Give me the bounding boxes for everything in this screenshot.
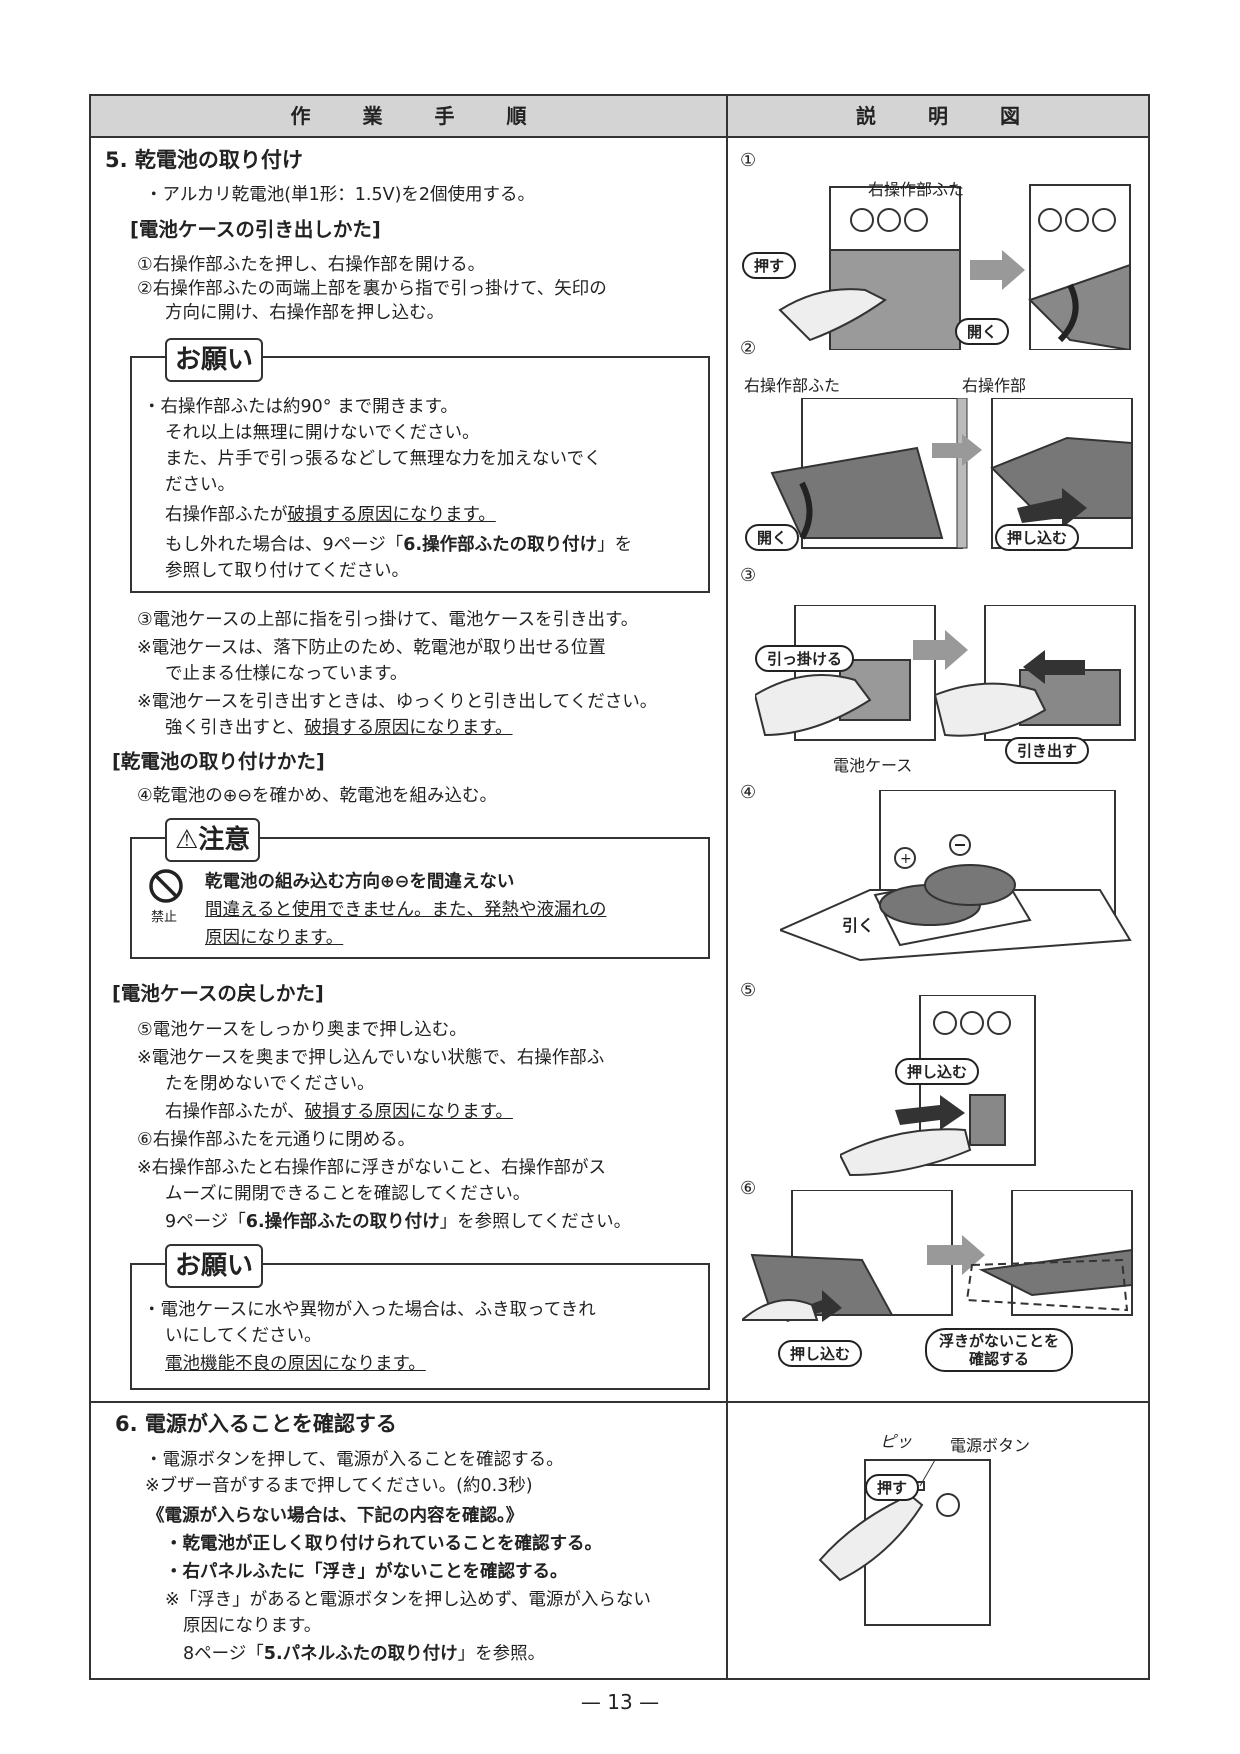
figure-2-panel-label: 右操作部 xyxy=(962,376,1027,395)
figure-5-illustration xyxy=(840,995,1036,1177)
figure-3-hook-label: 引っ掛ける xyxy=(755,645,855,672)
column-divider xyxy=(726,96,728,1678)
req1-line6: もし外れた場合は、9ページ「6.操作部ふたの取り付け」を xyxy=(165,535,633,555)
req2-line2: いにしてください。 xyxy=(165,1326,322,1346)
subheading-return: [電池ケースの戻しかた] xyxy=(112,982,324,1005)
request-box-1 xyxy=(130,356,710,593)
step6-line3: 《電源が入らない場合は、下記の内容を確認。》 xyxy=(147,1506,524,1526)
page-number: — 13 — xyxy=(580,1690,660,1714)
step-2-line2: 方向に開け、右操作部を押し込む。 xyxy=(165,303,445,323)
caution-box xyxy=(130,837,710,959)
caution-line1: 間違えると使用できません。また、発熱や液漏れの xyxy=(205,900,607,920)
step6-line4: ・乾電池が正しく取り付けられていることを確認する。 xyxy=(165,1534,602,1554)
request-tag-1: お願い xyxy=(165,338,264,382)
req1-line2: それ以上は無理に開けないでください。 xyxy=(165,423,480,443)
row-divider xyxy=(91,1401,1148,1403)
figure-6-illustration xyxy=(742,1190,1133,1322)
step-6: ⑥右操作部ふたを元通りに閉める。 xyxy=(137,1130,416,1150)
figure-1-illustration xyxy=(778,184,1131,350)
req1-line7: 参照して取り付けてください。 xyxy=(165,561,409,581)
req1-line3: また、片手で引っ張るなどして無理な力を加えないでく xyxy=(165,449,602,469)
figure-1-cover-label: 右操作部ふた xyxy=(868,180,965,199)
subheading-install: [乾電池の取り付けかた] xyxy=(112,750,325,773)
figure-3-illustration xyxy=(755,605,1136,741)
step-6-note-2: ムーズに開閉できることを確認してください。 xyxy=(165,1184,531,1204)
header-procedure: 作業手順 xyxy=(290,104,579,128)
figure-6-push-in-label: 押し込む xyxy=(778,1340,863,1367)
req2-line3: 電池機能不良の原因になります。 xyxy=(165,1354,426,1374)
req2-line1: ・電池ケースに水や異物が入った場合は、ふき取ってきれ xyxy=(143,1300,596,1320)
req1-line4: ださい。 xyxy=(165,475,235,495)
caution-heading: 乾電池の組み込む方向⊕⊖を間違えない xyxy=(205,872,515,892)
figure-7-push-label: 押す xyxy=(865,1474,920,1501)
figure-7-button-label: 電源ボタン xyxy=(950,1436,1031,1455)
figure-2-illustration xyxy=(770,398,1133,549)
step6-line7: 原因になります。 xyxy=(183,1616,322,1636)
step-1: ①右操作部ふたを押し、右操作部を開ける。 xyxy=(137,255,486,275)
prohibit-label: 禁止 xyxy=(151,910,178,925)
step6-line5: ・右パネルふたに「浮き」がないことを確認する。 xyxy=(165,1562,568,1582)
step5-title: 5. 乾電池の取り付け xyxy=(105,148,303,172)
figure-2-open-label: 開く xyxy=(745,524,800,551)
step-5-note-1: ※電池ケースを奥まで押し込んでいない状態で、右操作部ふ xyxy=(137,1048,605,1068)
step-5-note-2: たを閉めないでください。 xyxy=(165,1074,375,1094)
step6-title: 6. 電源が入ることを確認する xyxy=(115,1412,397,1436)
step6-line8: 8ページ「5.パネルふたの取り付け」を参照。 xyxy=(183,1644,546,1664)
step-6-note-3: 9ページ「6.操作部ふたの取り付け」を参照してください。 xyxy=(165,1212,632,1232)
step6-line6: ※「浮き」があると電源ボタンを押し込めず、電源が入らない xyxy=(165,1590,651,1610)
figure-3-case-label: 電池ケース xyxy=(833,756,913,775)
main-table: 作業手順 説明図 xyxy=(89,94,1150,1680)
check-line2: 確認する xyxy=(969,1350,1030,1368)
svg-text:+: + xyxy=(900,851,912,867)
step-3-note-1: ※電池ケースは、落下防止のため、乾電池が取り出せる位置 xyxy=(137,638,606,658)
figure-7-beep: ピッ xyxy=(880,1432,913,1451)
figure-3-number: ③ xyxy=(740,565,757,586)
step-3-note-4: 強く引き出すと、破損する原因になります。 xyxy=(165,718,513,738)
subheading-pull-out: [電池ケースの引き出しかた] xyxy=(130,218,381,241)
step-3-note-2: で止まる仕様になっています。 xyxy=(165,664,408,684)
step6-line2: ※ブザー音がするまで押してください。(約0.3秒) xyxy=(145,1476,533,1496)
table-header: 作業手順 説明図 xyxy=(91,96,1148,138)
step6-line1: ・電源ボタンを押して、電源が入ることを確認する。 xyxy=(145,1450,564,1470)
check-line1: 浮きがないことを xyxy=(939,1332,1060,1350)
figure-1-open-label: 開く xyxy=(955,318,1010,345)
caution-line2: 原因になります。 xyxy=(205,928,344,948)
figure-5-push-in-label: 押し込む xyxy=(895,1058,980,1085)
req1-line1: ・右操作部ふたは約90° まで開きます。 xyxy=(143,397,458,417)
header-diagram: 説明図 xyxy=(856,104,1072,128)
step-2-line1: ②右操作部ふたの両端上部を裏から指で引っ掛けて、矢印の xyxy=(137,279,607,299)
figure-3-pull-label: 引き出す xyxy=(1005,737,1090,764)
figure-5-number: ⑤ xyxy=(740,980,757,1001)
step-6-note-1: ※右操作部ふたと右操作部に浮きがないこと、右操作部がス xyxy=(137,1158,606,1178)
step-5-note-3: 右操作部ふたが、破損する原因になります。 xyxy=(165,1102,513,1122)
figure-2-number: ② xyxy=(740,338,757,359)
figure-4-number: ④ xyxy=(740,782,757,803)
figure-2-cover-label: 右操作部ふた xyxy=(744,376,841,395)
step-3: ③電池ケースの上部に指を引っ掛けて、電池ケースを引き出す。 xyxy=(137,610,639,630)
figure-4-pull-mark: 引く xyxy=(842,916,875,935)
figure-6-number: ⑥ xyxy=(740,1178,757,1199)
prohibition-icon xyxy=(149,869,183,903)
figure-1-push-label: 押す xyxy=(742,252,797,279)
request-box-2 xyxy=(130,1263,710,1390)
figure-4-illustration: + xyxy=(780,790,1132,962)
figure-2-push-in-label: 押し込む xyxy=(995,524,1080,551)
step-3-note-3: ※電池ケースを引き出すときは、ゆっくりと引き出してください。 xyxy=(137,692,658,712)
step-4: ④乾電池の⊕⊖を確かめ、乾電池を組み込む。 xyxy=(137,786,498,806)
figure-1-number: ① xyxy=(740,150,757,171)
step-5: ⑤電池ケースをしっかり奥まで押し込む。 xyxy=(137,1020,467,1040)
figure-6-check-callout: 浮きがないことを 確認する xyxy=(925,1328,1074,1372)
request-tag-2: お願い xyxy=(165,1244,264,1288)
req1-line5: 右操作部ふたが破損する原因になります。 xyxy=(165,505,496,525)
step5-battery-note: ・アルカリ乾電池(単1形：1.5V)を2個使用する。 xyxy=(145,185,536,205)
caution-tag: ⚠注意 xyxy=(165,818,261,862)
